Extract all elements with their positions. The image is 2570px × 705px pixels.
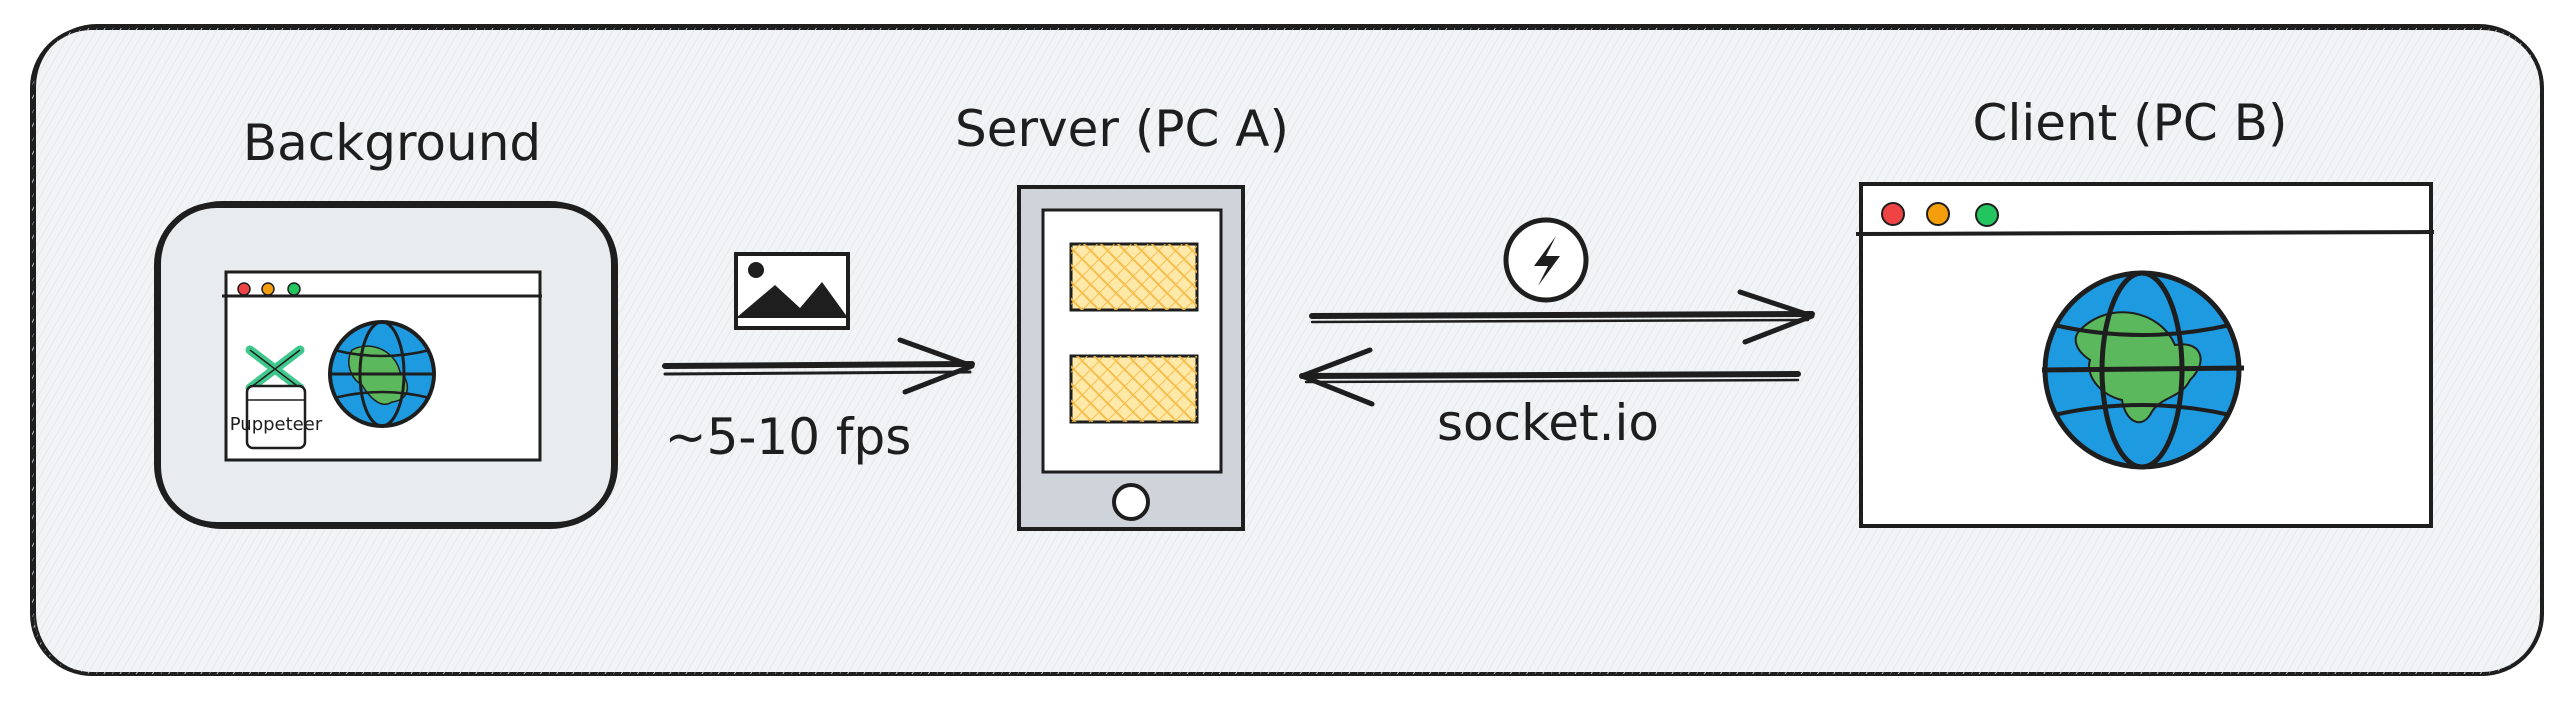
tablet-home-button	[1114, 485, 1148, 519]
server-card-top	[1071, 244, 1197, 310]
background-label: Background	[243, 114, 541, 172]
image-icon	[736, 254, 848, 328]
window-dot-yellow	[1927, 203, 1949, 225]
window-dot-red	[238, 283, 250, 295]
window-dot-green	[288, 283, 300, 295]
window-dot-yellow	[262, 283, 274, 295]
puppeteer-label: Puppeteer	[230, 414, 323, 435]
socket-io-logo-icon	[1506, 220, 1586, 300]
client-label: Client (PC B)	[1973, 94, 2288, 152]
globe-icon-small	[328, 322, 436, 426]
globe-icon	[2042, 273, 2244, 467]
fps-label: ~5-10 fps	[665, 408, 912, 466]
socket-label: socket.io	[1437, 394, 1659, 452]
window-dot-green	[1976, 204, 1998, 226]
window-dot-red	[1882, 203, 1904, 225]
server-label: Server (PC A)	[955, 100, 1289, 158]
server-card-bottom	[1071, 356, 1197, 422]
